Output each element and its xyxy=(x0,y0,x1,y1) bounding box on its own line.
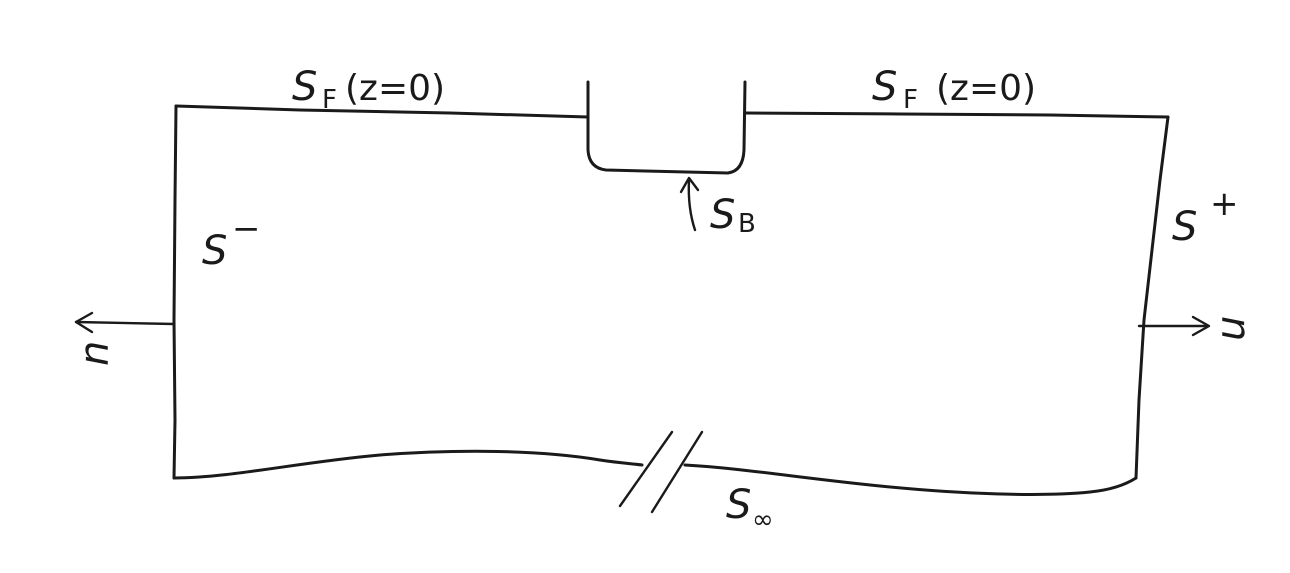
label-s-minus: S − xyxy=(202,209,261,274)
body-surface-sb xyxy=(586,80,747,175)
svg-text:S: S xyxy=(726,482,751,528)
left-boundary-s-minus xyxy=(172,104,178,480)
break-mark-2 xyxy=(650,430,704,514)
right-normal-arrow xyxy=(1137,315,1211,337)
svg-text:F: F xyxy=(903,85,918,115)
label-n-right: n xyxy=(1212,316,1258,341)
svg-text:S: S xyxy=(202,228,227,274)
label-sf-right: S F (z=0) xyxy=(872,64,1036,115)
svg-text:S: S xyxy=(1172,204,1197,250)
svg-text:S: S xyxy=(872,64,897,110)
label-sb: S B xyxy=(710,192,756,239)
label-n-left: n xyxy=(72,341,118,366)
svg-text:∞: ∞ xyxy=(752,505,774,535)
svg-text:S: S xyxy=(292,64,317,110)
svg-text:+: + xyxy=(1210,184,1239,224)
svg-text:F: F xyxy=(322,85,337,115)
free-surface-left xyxy=(174,104,590,119)
svg-text:(z=0): (z=0) xyxy=(345,68,445,109)
svg-text:−: − xyxy=(232,209,261,249)
label-s-infinity: S ∞ xyxy=(726,482,774,535)
right-boundary-s-plus xyxy=(1134,115,1170,480)
svg-text:(z=0): (z=0) xyxy=(936,68,1036,109)
sb-pointer-arrow xyxy=(679,176,700,232)
free-surface-right xyxy=(743,111,1170,119)
label-sf-left: S F (z=0) xyxy=(292,64,445,115)
label-s-plus: S + xyxy=(1172,184,1239,250)
break-mark-1 xyxy=(618,430,674,508)
svg-text:S: S xyxy=(710,192,735,238)
svg-text:B: B xyxy=(738,209,756,239)
left-normal-arrow xyxy=(74,311,176,334)
bottom-boundary-left xyxy=(172,449,644,480)
bottom-boundary-right xyxy=(683,463,1138,496)
